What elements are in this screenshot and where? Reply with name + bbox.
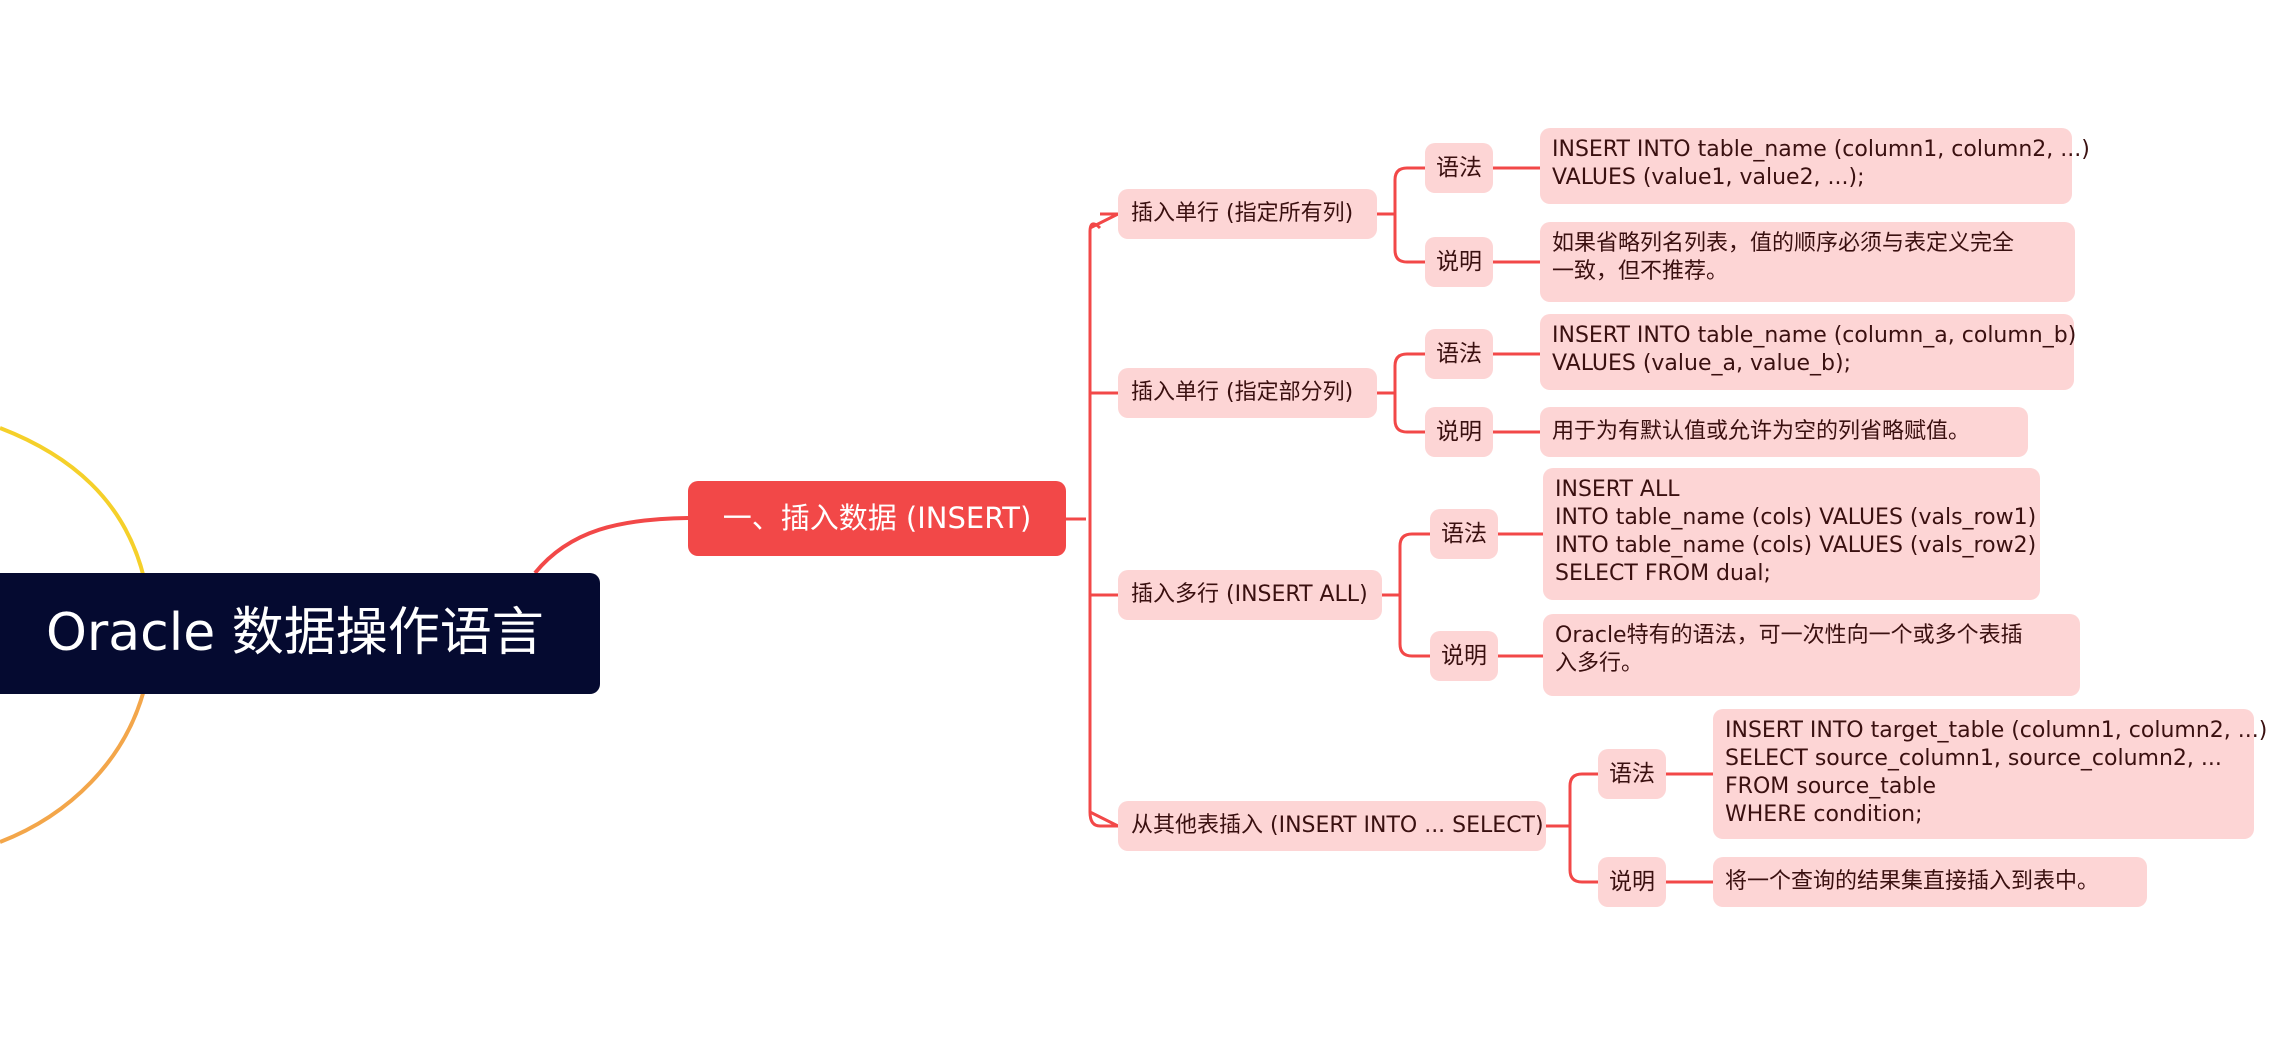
- main-topic-insert[interactable]: 一、插入数据 (INSERT): [688, 481, 1066, 556]
- detail-line: 一致，但不推荐。: [1552, 259, 1729, 284]
- label-syntax[interactable]: 语法: [1425, 143, 1493, 193]
- label-syntax[interactable]: 语法: [1425, 329, 1493, 379]
- detail-line: 用于为有默认值或允许为空的列省略赋值。: [1552, 419, 1971, 444]
- detail-line: 入多行。: [1555, 651, 1644, 676]
- connector-root-main: [533, 516, 689, 575]
- detail-line: 如果省略列名列表，值的顺序必须与表定义完全: [1552, 231, 2015, 256]
- topic-single-row-some-columns[interactable]: 插入单行 (指定部分列): [1118, 368, 1377, 418]
- detail-line: SELECT source_column1, source_column2, .…: [1725, 746, 2222, 771]
- detail-note[interactable]: 将一个查询的结果集直接插入到表中。: [1713, 857, 2147, 907]
- detail-line: INSERT ALL: [1555, 477, 1680, 502]
- topic-single-row-all-columns[interactable]: 插入单行 (指定所有列): [1118, 189, 1377, 239]
- topic-trunk: [1088, 222, 1102, 828]
- detail-line: Oracle特有的语法，可一次性向一个或多个表插: [1555, 623, 2023, 648]
- detail-syntax[interactable]: INSERT INTO table_name (column_a, column…: [1540, 314, 2077, 390]
- detail-line: WHERE condition;: [1725, 802, 1923, 827]
- detail-note[interactable]: 用于为有默认值或允许为空的列省略赋值。: [1540, 407, 2028, 457]
- label-note[interactable]: 说明: [1425, 237, 1493, 287]
- topic-multi-row-insert-all[interactable]: 插入多行 (INSERT ALL): [1118, 570, 1382, 620]
- label-note[interactable]: 说明: [1425, 407, 1493, 457]
- detail-note[interactable]: 如果省略列名列表，值的顺序必须与表定义完全 一致，但不推荐。: [1540, 222, 2075, 302]
- detail-syntax[interactable]: INSERT INTO table_name (column1, column2…: [1540, 128, 2090, 204]
- detail-line: INSERT INTO table_name (column1, column2…: [1552, 137, 2090, 162]
- detail-line: INTO table_name (cols) VALUES (vals_row2…: [1555, 533, 2037, 558]
- root-arc-yellow: [0, 426, 146, 579]
- detail-line: INTO table_name (cols) VALUES (vals_row1…: [1555, 505, 2037, 530]
- detail-line: FROM source_table: [1725, 774, 1937, 799]
- detail-line: 将一个查询的结果集直接插入到表中。: [1725, 869, 2100, 894]
- detail-line: VALUES (value_a, value_b);: [1552, 351, 1852, 376]
- detail-line: INSERT INTO table_name (column_a, column…: [1552, 323, 2077, 348]
- detail-line: VALUES (value1, value2, ...);: [1552, 165, 1865, 190]
- detail-syntax[interactable]: INSERT ALL INTO table_name (cols) VALUES…: [1543, 468, 2040, 600]
- root-arc-orange: [0, 689, 146, 844]
- detail-syntax[interactable]: INSERT INTO target_table (column1, colum…: [1713, 709, 2268, 839]
- label-note[interactable]: 说明: [1598, 857, 1666, 907]
- root-node[interactable]: Oracle 数据操作语言: [0, 573, 600, 694]
- detail-line: INSERT INTO target_table (column1, colum…: [1725, 718, 2268, 743]
- detail-line: SELECT FROM dual;: [1555, 561, 1771, 586]
- label-syntax[interactable]: 语法: [1598, 749, 1666, 799]
- label-syntax[interactable]: 语法: [1430, 509, 1498, 559]
- topic-insert-from-select[interactable]: 从其他表插入 (INSERT INTO ... SELECT): [1118, 801, 1546, 851]
- label-note[interactable]: 说明: [1430, 631, 1498, 681]
- detail-note[interactable]: Oracle特有的语法，可一次性向一个或多个表插 入多行。: [1543, 614, 2080, 696]
